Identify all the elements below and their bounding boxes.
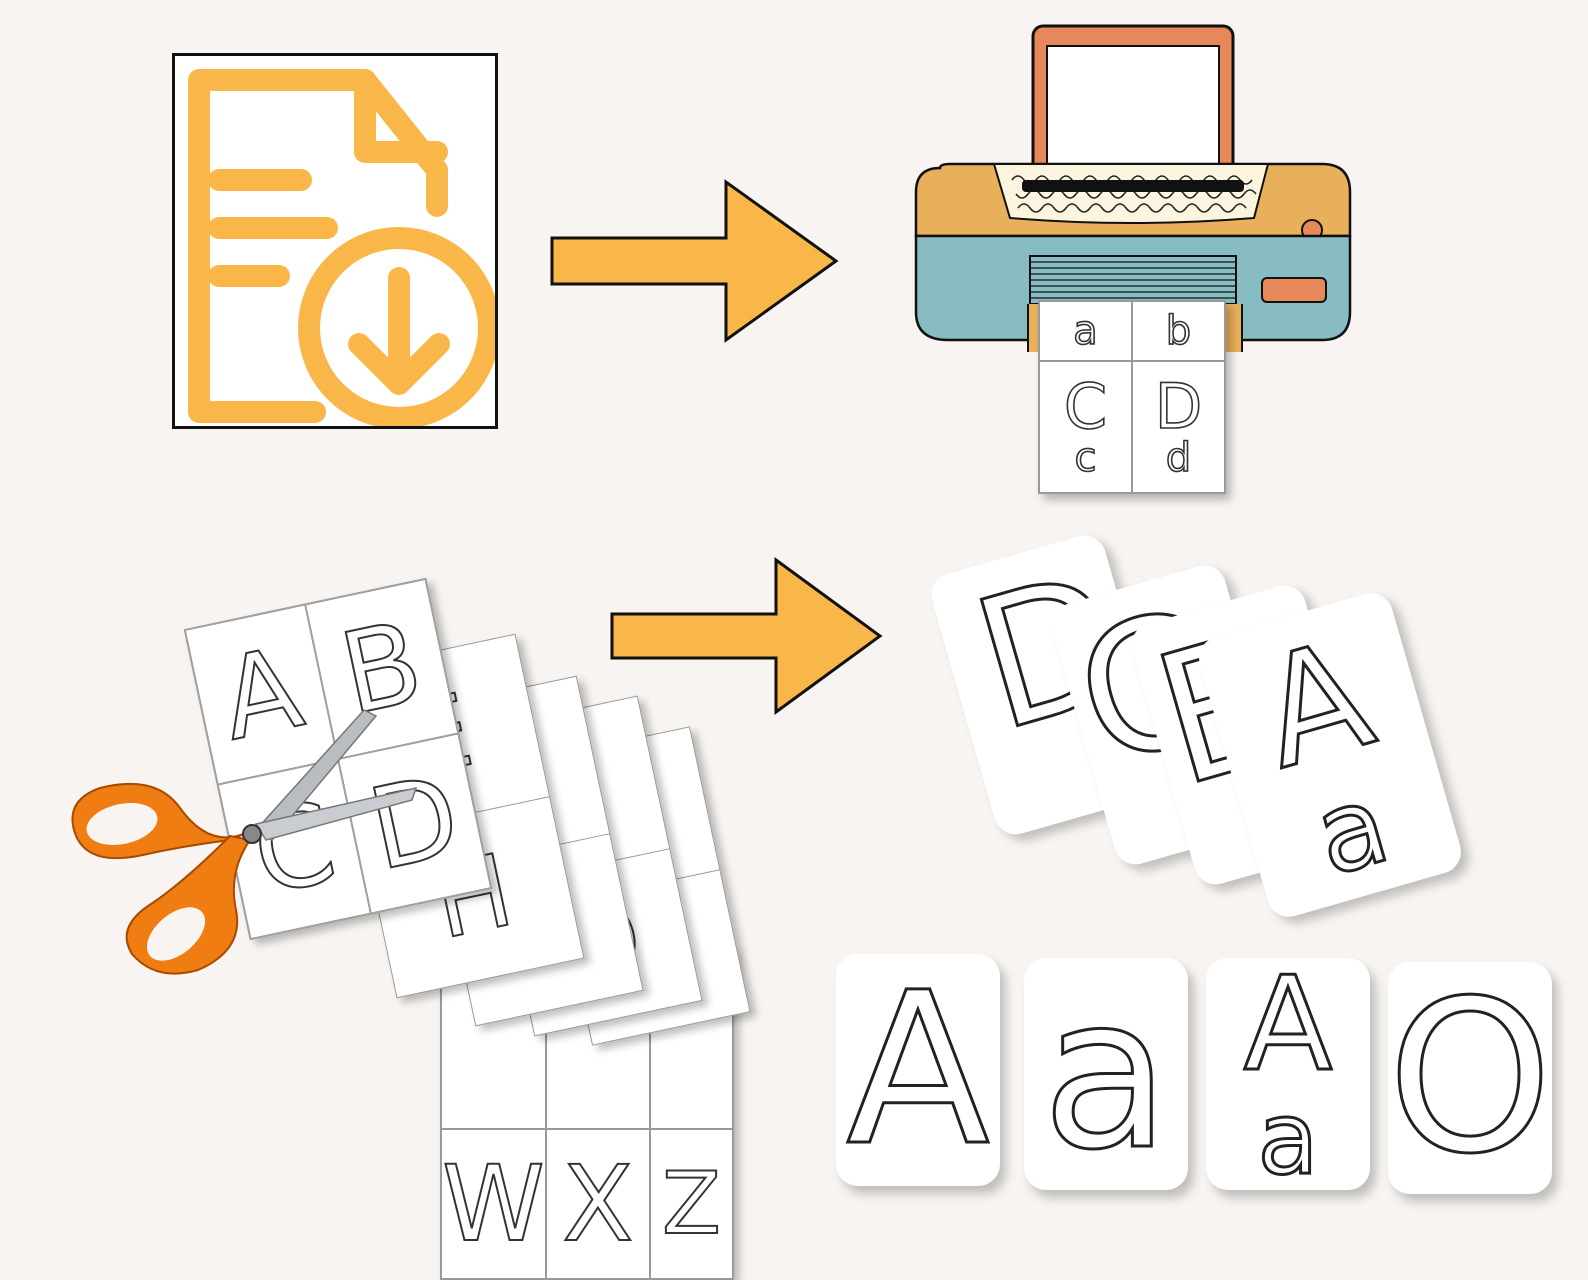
letter-label: d <box>1165 435 1192 481</box>
sheet-cell: Z <box>649 1129 733 1279</box>
sheet-cell: W <box>441 1129 546 1279</box>
sheet-cell: X <box>545 1129 650 1279</box>
letter-upper: a <box>1040 958 1172 1190</box>
letter-label: W <box>441 1142 546 1266</box>
final-card: A a <box>1206 958 1370 1190</box>
sheet-cell: D d <box>1132 361 1225 493</box>
letter-upper: A <box>845 954 992 1186</box>
sheet-cell: C c <box>1039 361 1132 493</box>
final-card: O <box>1388 962 1552 1194</box>
final-card: A <box>836 954 1000 1186</box>
fanned-cards: D C B A a <box>926 520 1490 940</box>
arrow-right-icon <box>610 557 883 715</box>
sheet-cell: b <box>1132 301 1225 361</box>
scissors-icon <box>71 709 418 975</box>
printer-icon <box>914 24 1352 352</box>
cut-sheets-stack: W X Z R F N O J I E H A B C D <box>0 560 800 1280</box>
letter-label: Z <box>661 1153 722 1255</box>
printed-sheet: a b C c D d <box>1038 300 1226 494</box>
file-download-icon <box>188 69 495 426</box>
letter-upper: O <box>1388 962 1552 1194</box>
sheet-cell: a <box>1039 301 1132 361</box>
letter-upper: A <box>1242 958 1334 1100</box>
letter-label: b <box>1165 307 1192 355</box>
final-card: a <box>1024 958 1188 1190</box>
file-download-panel <box>172 53 498 429</box>
letter-lower: a <box>1256 1080 1320 1190</box>
printer-illustration: a b C c D d <box>912 22 1358 502</box>
arrow-right-icon <box>550 179 839 343</box>
letter-label: C <box>1063 370 1108 443</box>
letter-label: D <box>1154 370 1203 443</box>
letter-label: a <box>1072 307 1098 355</box>
letter-lower: a <box>1300 758 1403 903</box>
letter-label: X <box>561 1142 634 1266</box>
letter-label: c <box>1074 435 1098 481</box>
